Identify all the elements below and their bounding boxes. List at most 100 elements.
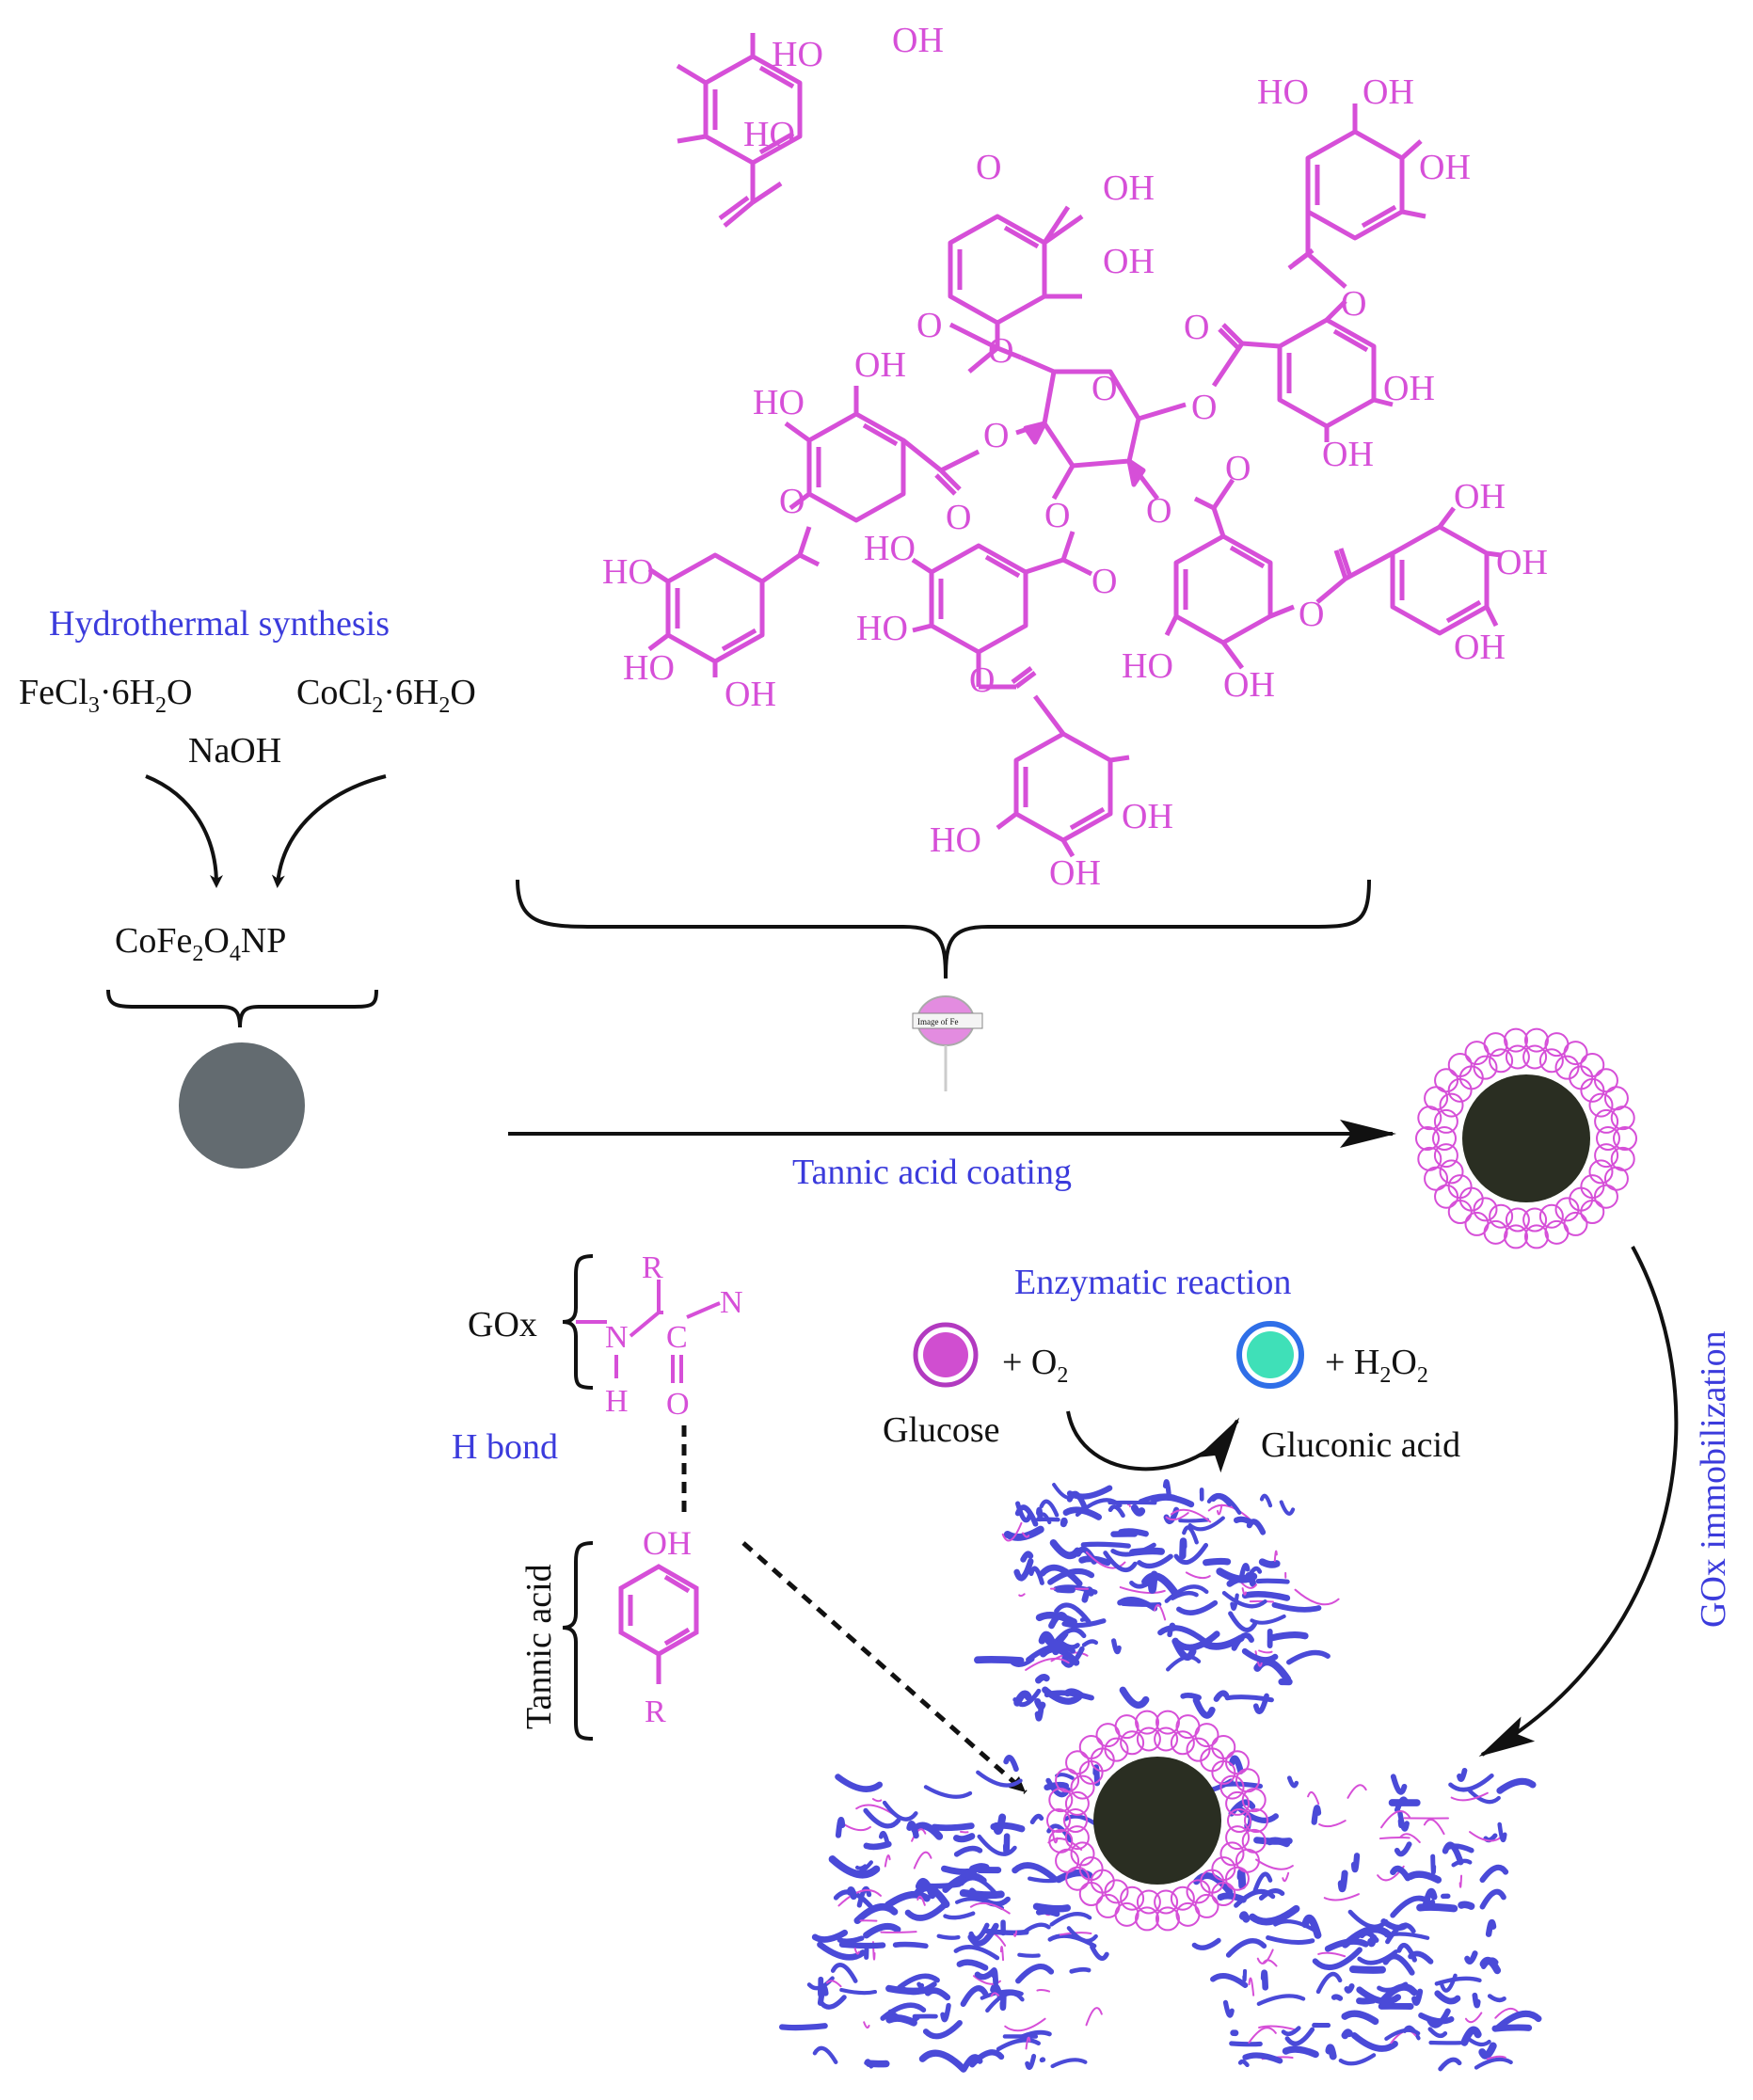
enzyme-strand bbox=[1390, 1895, 1434, 1918]
oh-label: OH bbox=[725, 675, 776, 714]
oh-label: OH bbox=[1103, 168, 1155, 208]
coating-loop bbox=[1522, 1044, 1548, 1070]
enzyme-strand bbox=[1002, 1833, 1011, 1854]
enzyme-strand bbox=[916, 1895, 926, 1906]
oh-label: OH bbox=[1223, 665, 1275, 705]
enzyme-strand bbox=[880, 2002, 927, 2021]
enzyme-strand bbox=[976, 1770, 1023, 1788]
enzyme-strand bbox=[943, 1911, 976, 1920]
enzyme-strand bbox=[1055, 1586, 1076, 1594]
ho-label: HO bbox=[856, 609, 908, 648]
enzyme-strand bbox=[1282, 2045, 1319, 2059]
enzyme-strand bbox=[1020, 1551, 1034, 1563]
o-label: O bbox=[916, 306, 942, 345]
enzyme-strand bbox=[1377, 1981, 1409, 1993]
coating-loop bbox=[1078, 1734, 1104, 1759]
coating-loop bbox=[1417, 1146, 1442, 1171]
enzyme-strand bbox=[1207, 1503, 1252, 1521]
coating-loop bbox=[1433, 1143, 1458, 1169]
enzyme-strand bbox=[953, 1833, 976, 1843]
coating-loop bbox=[1538, 1203, 1564, 1229]
enzyme-strand bbox=[1028, 1566, 1044, 1585]
enzyme-strand bbox=[1255, 1578, 1290, 1584]
enzyme-strand bbox=[1061, 1618, 1107, 1629]
coating-loop bbox=[1224, 1750, 1250, 1775]
enzyme-strand bbox=[1478, 2042, 1497, 2060]
enzyme-strand bbox=[1246, 1566, 1263, 1580]
enzyme-strand bbox=[1081, 1586, 1094, 1603]
coating-loop bbox=[1227, 1808, 1251, 1833]
coating-loop bbox=[1596, 1126, 1620, 1151]
coating-loop bbox=[1424, 1086, 1449, 1111]
coating-loop bbox=[1186, 1879, 1211, 1904]
enzyme-strand bbox=[1481, 1957, 1499, 1969]
ho-label: HO bbox=[602, 552, 654, 592]
enzyme-strand bbox=[779, 2023, 828, 2031]
bare-nanoparticle-icon bbox=[179, 1042, 305, 1169]
enzyme-strand bbox=[972, 1975, 1001, 1985]
coating-loop bbox=[1235, 1848, 1260, 1873]
enzyme-strand bbox=[853, 1948, 860, 1955]
enzyme-strand bbox=[953, 1944, 1000, 1961]
enzyme-strand bbox=[1284, 2027, 1315, 2046]
h-atom: H bbox=[605, 1384, 629, 1419]
coating-loop bbox=[1554, 1197, 1580, 1222]
enzyme-strand bbox=[1390, 1865, 1411, 1882]
n-atom: N bbox=[605, 1320, 629, 1355]
coating-loop bbox=[1464, 1211, 1490, 1236]
enzyme-strand bbox=[1248, 1977, 1255, 1997]
coating-loop bbox=[1593, 1068, 1618, 1093]
enzyme-strand bbox=[1494, 2007, 1520, 2019]
enzyme-strand bbox=[1015, 1501, 1033, 1523]
oh-label: HO bbox=[772, 35, 823, 74]
enzyme-strand bbox=[941, 1865, 978, 1876]
o-label: O bbox=[1191, 388, 1217, 427]
coating-loop bbox=[1580, 1200, 1605, 1225]
nanoparticle-core bbox=[1462, 1074, 1590, 1202]
enzyme-strand bbox=[968, 1922, 990, 1941]
tannic-side-label: Tannic acid bbox=[519, 1564, 559, 1729]
enzyme-strand bbox=[1318, 1820, 1347, 1828]
enzyme-strand bbox=[1242, 2052, 1283, 2064]
enzyme-strand bbox=[1154, 1603, 1167, 1621]
enzyme-strand bbox=[1164, 1584, 1209, 1603]
coating-loop bbox=[1603, 1166, 1629, 1191]
coating-loop bbox=[1489, 1203, 1514, 1229]
enzyme-strand bbox=[1019, 2029, 1052, 2040]
o-label: O bbox=[1225, 449, 1251, 488]
coating-loop bbox=[1135, 1906, 1160, 1932]
oh-label: OH bbox=[1419, 148, 1471, 187]
c-atom: C bbox=[666, 1320, 688, 1355]
coating-loop bbox=[1065, 1750, 1091, 1775]
coating-loop bbox=[1580, 1077, 1605, 1103]
oh-label: OH bbox=[1496, 543, 1548, 582]
enzyme-strand bbox=[1182, 1525, 1199, 1545]
coating-loop bbox=[1136, 1889, 1161, 1915]
coating-loop bbox=[1136, 1726, 1161, 1752]
enzyme-strand bbox=[1259, 1493, 1273, 1508]
o-label: O bbox=[1184, 308, 1209, 347]
enzyme-strand bbox=[1255, 1858, 1294, 1870]
enzyme-strand bbox=[1237, 2059, 1250, 2068]
interaction-dash bbox=[741, 1541, 1028, 1794]
coating-loop bbox=[1064, 1790, 1090, 1816]
enzyme-strand bbox=[1394, 1841, 1412, 1857]
coating-loop bbox=[1063, 1808, 1088, 1833]
enzyme-strand bbox=[1430, 1853, 1437, 1875]
enzyme-strand bbox=[1119, 1586, 1166, 1595]
coating-loop bbox=[1065, 1866, 1091, 1891]
enzyme-strand bbox=[974, 1655, 1025, 1664]
enzyme-strand bbox=[856, 1885, 872, 1908]
oh-label: OH bbox=[1454, 477, 1506, 517]
enzyme-strand bbox=[1241, 1587, 1248, 1596]
enzyme-strand bbox=[990, 1982, 1004, 2000]
ho-label: HO bbox=[623, 648, 675, 688]
enzyme-strand bbox=[1230, 1593, 1239, 1611]
enzyme-strand bbox=[825, 1980, 842, 1988]
phenol-ring bbox=[618, 1564, 699, 1684]
enzyme-strand bbox=[1474, 2057, 1513, 2070]
enzyme-strand bbox=[1035, 1611, 1077, 1626]
enzyme-strand bbox=[1085, 1551, 1126, 1569]
product-cofe2o4: CoFe2O4NP bbox=[115, 921, 286, 966]
enzyme-strand bbox=[855, 1864, 868, 1870]
